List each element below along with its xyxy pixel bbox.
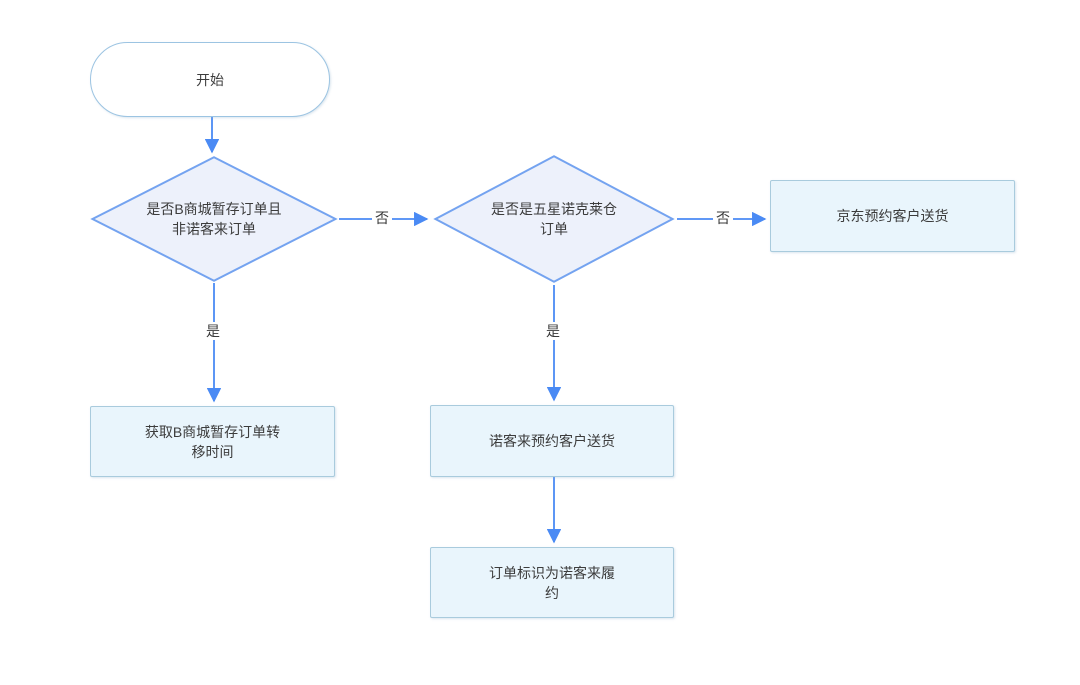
process-nkl-delivery: 诺客来预约客户送货 — [430, 405, 674, 477]
diamond-shape — [90, 156, 338, 282]
edge-label-yes-1: 是 — [203, 322, 223, 340]
decision-five-star-warehouse-label: 是否是五星诺克莱仓 订单 — [491, 201, 617, 237]
diamond-shape — [433, 155, 675, 283]
process-order-flag-label: 订单标识为诺客来履 约 — [489, 564, 615, 601]
start-node: 开始 — [90, 42, 330, 117]
process-jd-delivery-label: 京东预约客户送货 — [836, 208, 949, 224]
process-get-transfer-time-label: 获取B商城暂存订单转 移时间 — [144, 423, 281, 460]
decision-b-mall-hold-order: 是否B商城暂存订单且 非诺客来订单 — [90, 156, 338, 282]
process-order-flag: 订单标识为诺客来履 约 — [430, 547, 674, 618]
edge-label-no-1: 否 — [372, 209, 392, 227]
process-nkl-delivery-label: 诺客来预约客户送货 — [489, 433, 615, 449]
process-jd-delivery: 京东预约客户送货 — [770, 180, 1015, 252]
decision-b-mall-hold-order-label: 是否B商城暂存订单且 非诺客来订单 — [146, 201, 282, 237]
decision-five-star-warehouse: 是否是五星诺克莱仓 订单 — [433, 155, 675, 283]
edge-label-yes-2: 是 — [543, 322, 563, 340]
process-get-transfer-time: 获取B商城暂存订单转 移时间 — [90, 406, 335, 477]
edge-label-no-2: 否 — [713, 209, 733, 227]
start-node-label: 开始 — [196, 71, 224, 88]
